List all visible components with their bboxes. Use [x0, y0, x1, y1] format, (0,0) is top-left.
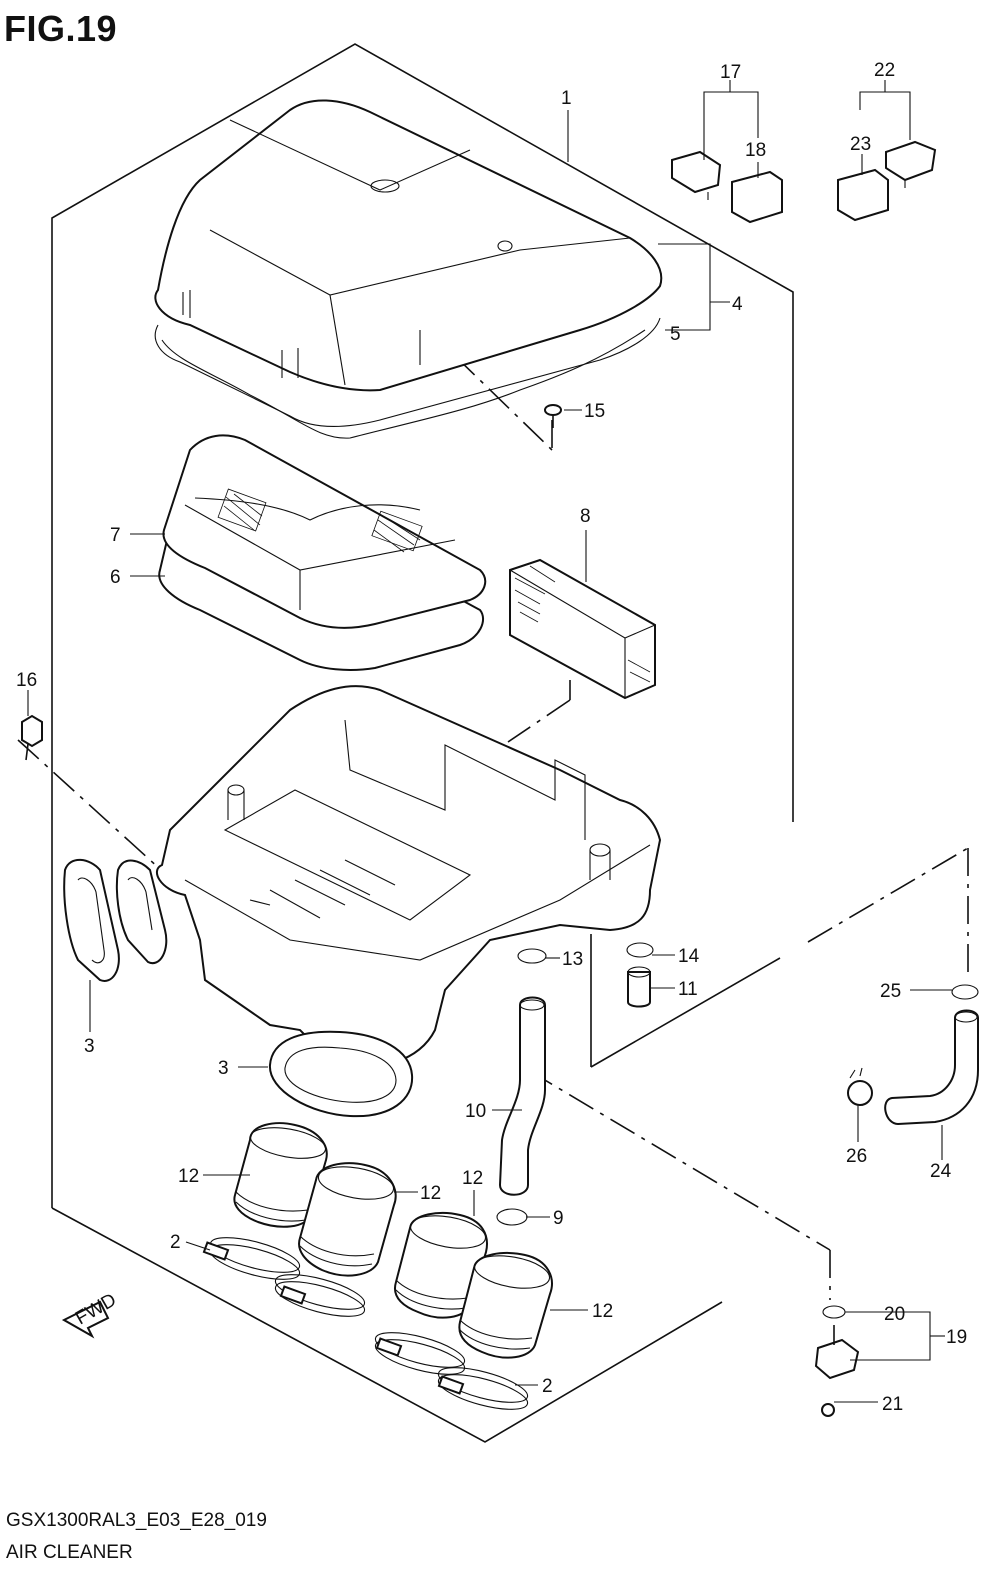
callout-14: 14: [678, 946, 700, 967]
callout-2-right: 2: [542, 1376, 553, 1397]
callout-labels: 1 4 5 15 7 6 8 16 3 3 13 14 11 10 9 12 1…: [16, 60, 967, 1415]
foam-filter-block: [509, 558, 656, 700]
callout-leaders: [27, 80, 952, 1403]
assembly-frame: [51, 43, 794, 1443]
callout-18: 18: [745, 140, 766, 161]
bolt-16: [21, 714, 43, 761]
callout-26: 26: [846, 1146, 867, 1167]
diagram-name: AIR CLEANER: [6, 1542, 133, 1563]
callout-6: 6: [110, 567, 121, 588]
breather-hose-assembly: [847, 984, 979, 1126]
callout-19: 19: [946, 1327, 967, 1348]
connectors: [671, 140, 937, 224]
callout-16: 16: [16, 670, 37, 691]
air-filter-element: [158, 434, 487, 671]
hose-clamps: [202, 1237, 529, 1410]
callout-12-a: 12: [178, 1166, 199, 1187]
callout-1: 1: [561, 88, 572, 109]
screw-15: [544, 404, 562, 428]
intake-boots: [233, 1122, 553, 1359]
sensor-assembly: [814, 1305, 860, 1417]
callout-20: 20: [884, 1304, 905, 1325]
callout-17: 17: [720, 62, 741, 83]
callout-8: 8: [580, 506, 591, 527]
callout-7: 7: [110, 525, 121, 546]
callout-23: 23: [850, 134, 871, 155]
callout-13: 13: [562, 949, 583, 970]
callout-21: 21: [882, 1394, 903, 1415]
intake-boot-2: [298, 1162, 397, 1277]
callout-3-left: 3: [84, 1036, 95, 1057]
callout-24: 24: [930, 1161, 952, 1182]
plug-assembly: [626, 942, 654, 1008]
callout-15: 15: [584, 401, 605, 422]
intake-funnels: [63, 858, 414, 1118]
intake-boot-1: [233, 1122, 328, 1228]
callout-5: 5: [670, 324, 681, 345]
callout-4: 4: [732, 294, 743, 315]
callout-2-left: 2: [170, 1232, 181, 1253]
forward-arrow-icon: [61, 1300, 110, 1339]
callout-25: 25: [880, 981, 901, 1002]
callout-22: 22: [874, 60, 895, 81]
callout-12-b: 12: [420, 1183, 441, 1204]
drain-hose-assembly: [496, 948, 547, 1226]
callout-10: 10: [465, 1101, 486, 1122]
figure-title: FIG.19: [4, 8, 118, 49]
intake-boot-4: [458, 1252, 553, 1359]
callout-9: 9: [553, 1208, 564, 1229]
air-cleaner-cap: [154, 99, 663, 439]
air-cleaner-case: [156, 685, 662, 1067]
callout-3-right: 3: [218, 1058, 229, 1079]
callout-11: 11: [678, 979, 698, 1000]
callout-12-d: 12: [592, 1301, 613, 1322]
drawing-code: GSX1300RAL3_E03_E28_019: [6, 1510, 267, 1531]
callout-12-c: 12: [462, 1168, 483, 1189]
